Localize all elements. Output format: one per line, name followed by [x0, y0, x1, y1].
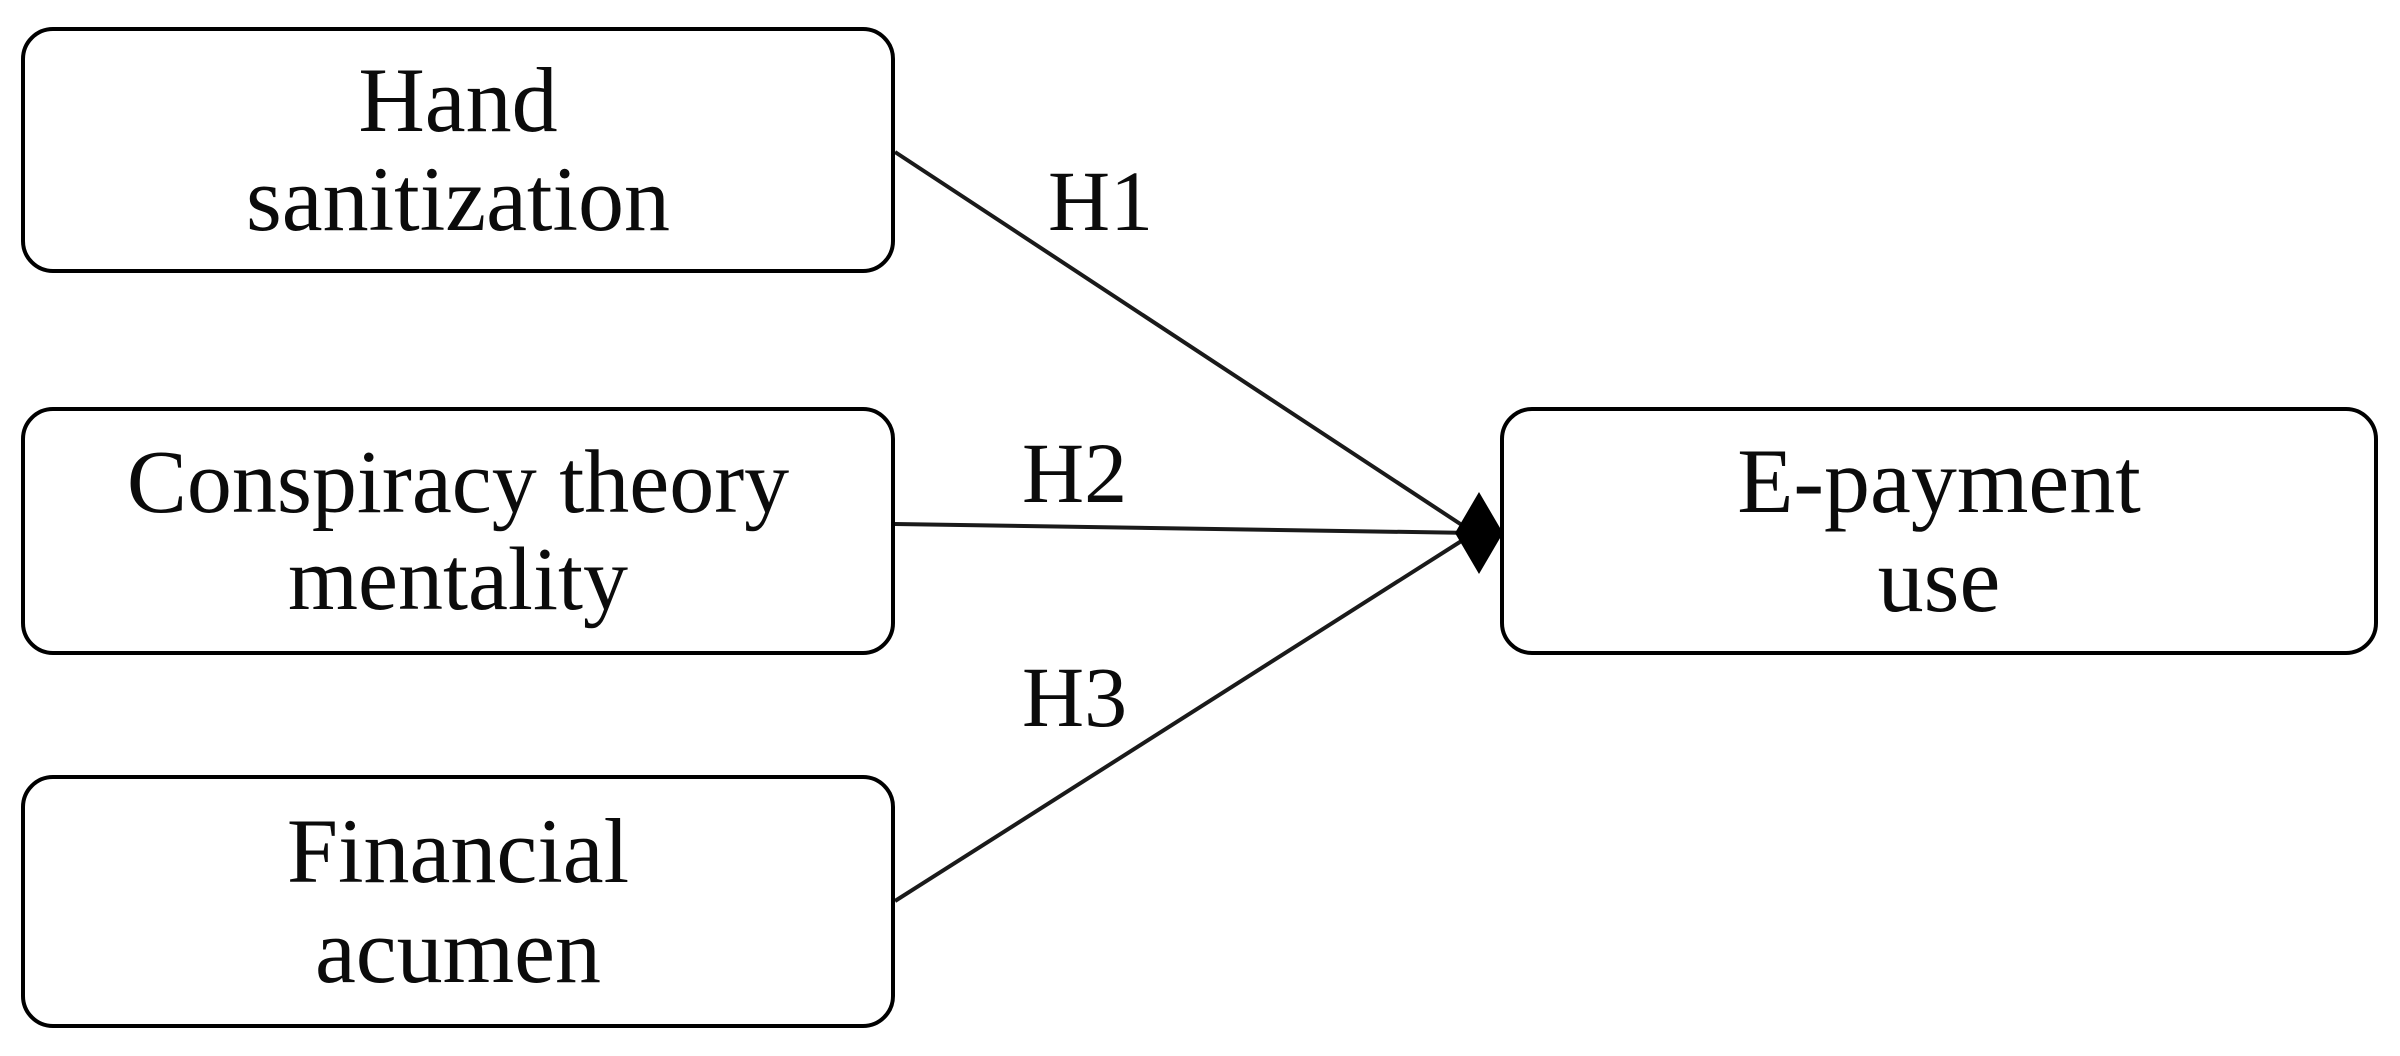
node-hand-sanitization-label: Hand sanitization — [245, 48, 671, 250]
edge-label-h1: H1 — [1048, 153, 1154, 249]
edge-line-h2 — [894, 522, 1475, 535]
edge-label-h3: H3 — [1022, 649, 1128, 745]
edge-line-h3 — [893, 531, 1476, 903]
node-conspiracy-theory-mentality[interactable]: Conspiracy theory mentality — [21, 407, 895, 655]
node-conspiracy-theory-mentality-label: Conspiracy theory mentality — [126, 432, 790, 629]
node-financial-acumen-label: Financial acumen — [286, 800, 630, 1002]
edge-label-h2: H2 — [1022, 425, 1128, 521]
node-epayment-use[interactable]: E-payment use — [1500, 407, 2378, 655]
edge-line-h1 — [893, 150, 1476, 535]
node-hand-sanitization[interactable]: Hand sanitization — [21, 27, 895, 273]
node-financial-acumen[interactable]: Financial acumen — [21, 775, 895, 1028]
node-epayment-use-label: E-payment use — [1737, 429, 2141, 631]
filled-diamond-arrowhead-icon — [1455, 492, 1503, 574]
